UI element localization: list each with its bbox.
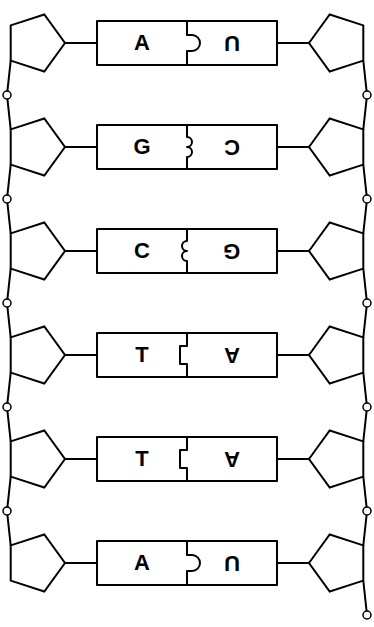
- block-border: [97, 229, 187, 273]
- dna-base-block: A: [97, 541, 187, 585]
- block-border: [187, 21, 277, 65]
- base-letter: G: [223, 240, 240, 262]
- base-letter: A: [224, 344, 240, 366]
- rna-base-block: C: [187, 125, 277, 169]
- block-border: [187, 125, 277, 169]
- base-letter: C: [224, 136, 240, 158]
- base-letter: G: [133, 136, 150, 158]
- backbone-lines: [7, 43, 367, 615]
- dna-base-block: A: [97, 21, 187, 65]
- rna-base-block: A: [187, 437, 277, 481]
- dna-base-block: G: [97, 125, 187, 169]
- block-border: [97, 125, 192, 169]
- block-border: [97, 21, 200, 65]
- rna-base-block: G: [187, 229, 277, 273]
- base-letter: U: [224, 32, 240, 54]
- block-border: [187, 541, 277, 585]
- rna-base-block: A: [187, 333, 277, 377]
- block-border: [97, 333, 187, 377]
- rna-base-block: U: [187, 21, 277, 65]
- sugar-pentagons: [11, 15, 364, 592]
- phosphate-circles: [3, 91, 371, 619]
- block-border: [187, 333, 277, 377]
- block-border: [187, 229, 277, 273]
- block-border: [97, 541, 200, 585]
- base-letter: A: [224, 448, 240, 470]
- block-border: [187, 437, 277, 481]
- base-letter: A: [134, 32, 150, 54]
- dna-base-block: C: [97, 229, 187, 273]
- base-letter: C: [134, 240, 150, 262]
- base-letter: A: [134, 552, 150, 574]
- rna-base-block: U: [187, 541, 277, 585]
- dna-base-block: T: [97, 437, 187, 481]
- block-border: [97, 437, 187, 481]
- dna-base-block: T: [97, 333, 187, 377]
- base-letter: U: [224, 552, 240, 574]
- base-letter: T: [135, 344, 148, 366]
- base-letter: T: [135, 448, 148, 470]
